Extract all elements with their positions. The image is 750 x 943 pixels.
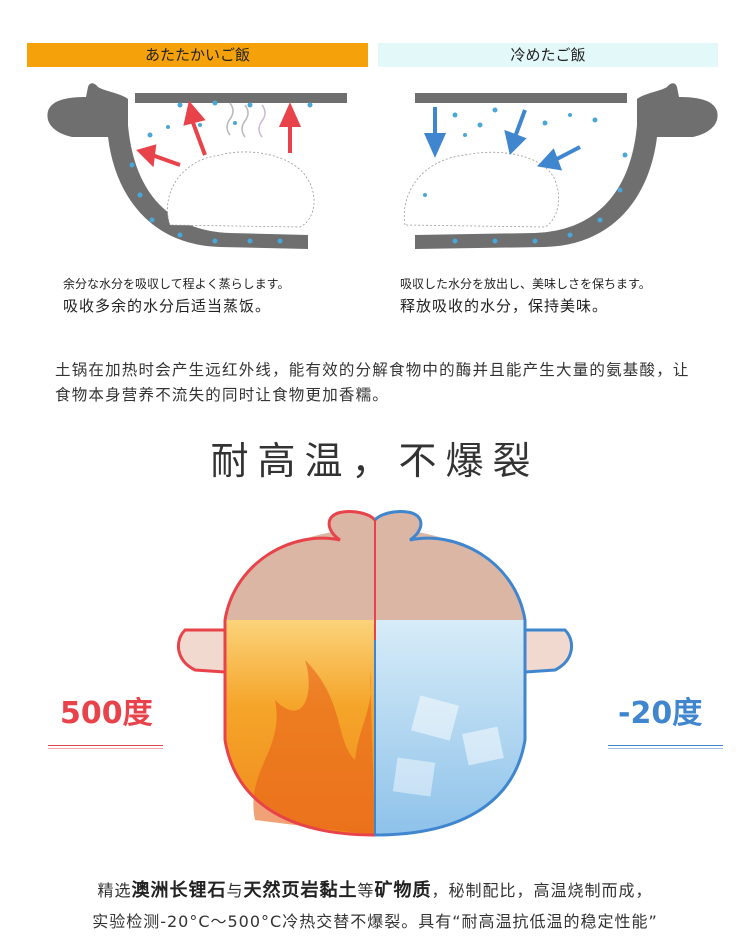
arrow-left-icon — [151, 153, 181, 167]
steam-icon — [258, 104, 266, 138]
cold-rice-header: 冷めたご飯 — [378, 43, 718, 67]
material-name: 天然页岩黏土 — [243, 880, 358, 901]
arrow-left-icon — [554, 145, 581, 162]
pot-lid — [415, 93, 627, 103]
arrow-up-icon — [190, 119, 207, 156]
warm-rice-header: あたたかいご飯 — [27, 43, 368, 67]
steam-icon — [241, 104, 249, 138]
right-handle — [523, 628, 574, 674]
arrow-down-icon — [513, 109, 527, 138]
text-segment: 与 — [226, 881, 244, 900]
flame-icon — [253, 660, 375, 835]
warm-caption-jp: 余分な水分を吸収して程よく蒸らします。 — [63, 277, 290, 291]
pot-body — [47, 83, 309, 249]
moisture-dots — [423, 107, 628, 244]
description-paragraph: 土锅在加热时会产生远红外线，能有效的分解食物中的酶并且能产生大量的氨基酸，让食物… — [55, 361, 690, 404]
hot-outline — [223, 510, 377, 837]
cold-caption-cn: 释放吸收的水分，保持美味。 — [400, 297, 609, 315]
clay-pot-illustration — [176, 510, 574, 837]
text-segment: 精选 — [97, 881, 132, 900]
bottom-line-1: 精选澳洲长锂石与天然页岩黏土等矿物质，秘制配比，高温烧制而成， — [0, 876, 750, 902]
warm-pot-diagram — [47, 83, 347, 249]
arrow-head-icon — [278, 102, 302, 127]
ice-cube-icon — [462, 726, 504, 766]
ice-cube-icon — [392, 757, 436, 797]
material-name: 矿物质 — [374, 880, 432, 901]
moisture-dots — [129, 100, 313, 244]
cold-pot-diagram — [403, 83, 718, 249]
arrow-head-icon — [504, 129, 527, 155]
pot-body — [415, 83, 718, 249]
cold-underline — [608, 748, 723, 749]
arrow-head-icon — [537, 148, 563, 171]
cold-outline — [373, 510, 527, 837]
rice-pile — [403, 151, 559, 228]
hot-underline — [48, 745, 163, 746]
bottom-line-2: 实验检测-20°C～500°C冷热交替不爆裂。具有“耐高温抗低温的稳定性能” — [92, 912, 658, 931]
arrow-head-icon — [136, 144, 157, 168]
arrow-head-icon — [183, 100, 206, 126]
pot-lid — [135, 93, 347, 103]
arrow-head-icon — [423, 133, 447, 158]
heat-arrows — [136, 100, 302, 168]
section-title: 耐高温，不爆裂 — [210, 439, 540, 483]
hot-underline — [48, 748, 163, 749]
left-handle — [176, 628, 227, 674]
cold-caption-jp: 吸収した水分を放出し、美味しさを保ちます。 — [400, 277, 651, 291]
cooling-arrows — [423, 107, 581, 171]
cold-underline — [608, 745, 723, 746]
steam-icon — [226, 102, 234, 136]
warm-caption-cn: 吸收多余的水分后适当蒸饭。 — [63, 297, 272, 315]
ice-cube-icon — [411, 695, 459, 741]
hot-temperature: 500度 — [60, 696, 153, 731]
material-name: 澳洲长锂石 — [131, 880, 227, 901]
cold-temperature: -20度 — [618, 696, 703, 731]
rice-pile — [167, 151, 315, 228]
text-segment: 等 — [357, 881, 375, 900]
text-segment: ，秘制配比，高温烧制而成， — [431, 881, 653, 900]
